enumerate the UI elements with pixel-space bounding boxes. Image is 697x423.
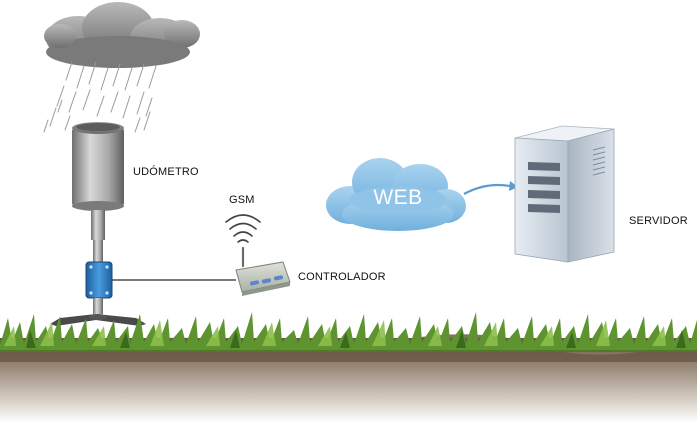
grass-icon [0, 312, 697, 352]
rain-gauge-label: UDÓMETRO [133, 166, 199, 178]
rain-cloud-icon [44, 2, 200, 68]
server-label: SERVIDOR [629, 215, 688, 227]
rain-icon [43, 61, 157, 133]
gsm-label: GSM [229, 194, 255, 206]
rain-gauge-icon [50, 122, 146, 326]
controller-icon [235, 246, 291, 296]
gsm-signal-icon [225, 214, 261, 243]
server-icon [514, 125, 615, 263]
arrow-icon [463, 181, 518, 195]
web-label: WEB [373, 186, 423, 209]
controller-label: CONTROLADOR [298, 271, 386, 283]
web-cloud-icon [326, 158, 466, 231]
